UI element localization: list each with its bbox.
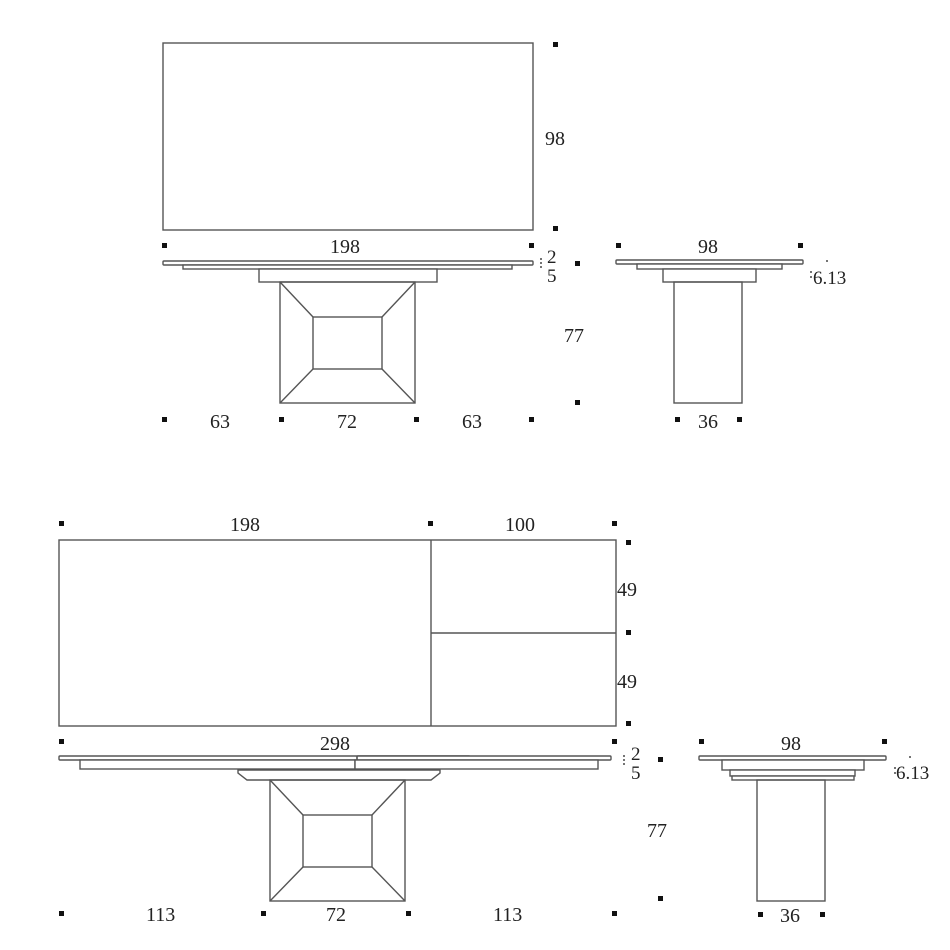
dimension-marker [612,911,617,916]
extended-apron-left [79,759,356,770]
extended-side-view: 98 6.13 36 [698,733,929,927]
dimension-marker [758,912,763,917]
dimension-marker [882,739,887,744]
dimension-marker [59,739,64,744]
closed-right-offset-label: 63 [462,411,482,433]
closed-front-width-label: 198 [330,236,360,258]
extended-apron-height-label: 5 [631,763,641,784]
closed-mechanism-box [258,268,438,283]
extended-left-offset-label: 113 [146,904,175,926]
closed-side-apron [636,263,783,270]
extended-main-width-label: 198 [230,514,260,536]
extension-depth-lower-label: 49 [617,671,637,693]
closed-side-mechanism [662,268,757,283]
dimension-marker [616,243,621,248]
extended-height-label: 77 [647,820,667,842]
dimension-marker [529,243,534,248]
closed-side-thickness-label: 6.13 [813,268,846,289]
extended-right-offset-label: 113 [493,904,522,926]
extended-extension-width-label: 100 [505,514,535,536]
extended-side-width-label: 98 [781,733,801,755]
dimension-marker [575,400,580,405]
closed-depth-label: 98 [545,128,565,150]
closed-side-column [673,281,743,404]
dimension-marker [626,721,631,726]
dimension-marker [820,912,825,917]
closed-pedestal-base [279,281,416,404]
closed-height-label: 77 [564,325,584,347]
extended-pedestal-base [269,779,406,902]
dimension-marker [612,521,617,526]
extended-front-width-label: 298 [320,733,350,755]
extended-side-mechanism [729,769,856,777]
closed-side-width-label: 98 [698,236,718,258]
dimension-marker [798,243,803,248]
closed-front-view: 198 2 5 77 63 72 [162,236,584,433]
dimension-marker [59,911,64,916]
dimension-marker [626,540,631,545]
dimension-marker [612,739,617,744]
extended-side-base-label: 36 [780,905,800,927]
extended-side-apron [721,759,865,771]
dimension-marker [414,417,419,422]
closed-side-view: 98 6.13 36 [615,236,846,433]
dimension-marker [162,243,167,248]
dimension-marker [59,521,64,526]
dimension-marker [162,417,167,422]
extended-top-thickness-label: 2 [631,744,641,765]
dimension-marker [626,630,631,635]
dimension-marker [529,417,534,422]
closed-apron-height-label: 5 [547,266,557,287]
closed-top-thickness-label: 2 [547,247,557,268]
extended-front-view: 298 2 5 77 113 [58,733,667,926]
dimension-marker [261,911,266,916]
dimension-marker [553,226,558,231]
dimension-marker [428,521,433,526]
extended-mechanism-box [237,769,441,781]
extended-side-thickness-label: 6.13 [896,763,929,784]
dimension-marker [658,757,663,762]
closed-thickness-dims: 2 5 [540,247,580,287]
dimension-marker [699,739,704,744]
dimension-marker [553,42,558,47]
dimension-marker [406,911,411,916]
dimension-marker [279,417,284,422]
closed-left-offset-label: 63 [210,411,230,433]
extended-apron-right [354,759,599,770]
extended-thickness-dims: 2 5 [623,744,663,784]
closed-base-width-label: 72 [337,411,357,433]
dimension-marker [658,896,663,901]
dimension-marker [737,417,742,422]
extension-depth-upper-label: 49 [617,579,637,601]
extended-base-width-label: 72 [326,904,346,926]
closed-top-view: 98 [162,42,565,231]
dimension-marker [575,261,580,266]
closed-tabletop-outline [162,42,534,231]
dimension-marker [675,417,680,422]
extended-top-view: 198 100 49 49 [58,514,637,727]
extended-side-column [756,779,826,902]
closed-side-base-label: 36 [698,411,718,433]
